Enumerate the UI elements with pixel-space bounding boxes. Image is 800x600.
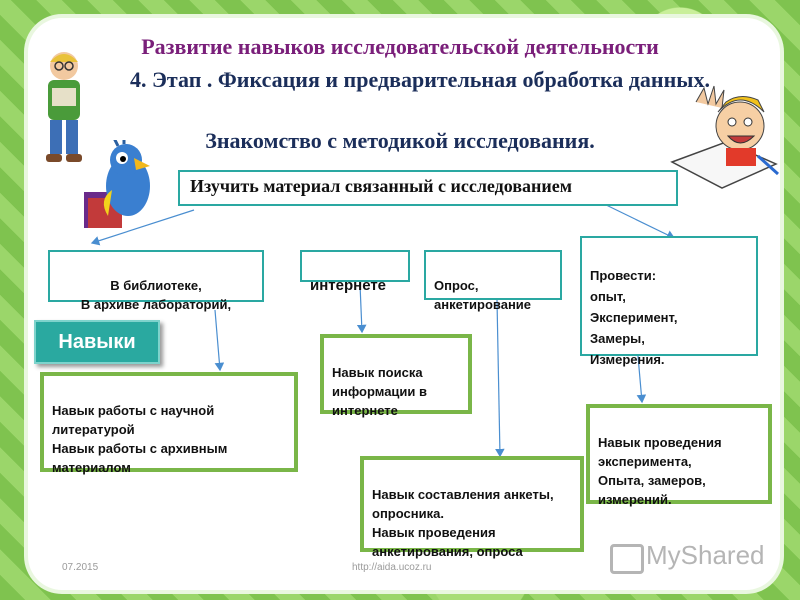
skill-box-experiment: Навык проведения эксперимента, Опыта, за…	[586, 404, 772, 507]
slide-title: Развитие навыков исследовательской деяте…	[141, 34, 659, 59]
source-box-experiment: Провести: опыт, Эксперимент, Замеры, Изм…	[580, 236, 758, 367]
source-box-library-text: В библиотеке, В архиве лабораторий,	[80, 278, 232, 312]
stage-heading: 4. Этап . Фиксация и предварительная обр…	[130, 67, 710, 92]
skill-box-survey-text: Навык составления анкеты, опросника. Нав…	[372, 487, 554, 559]
source-box-library: В библиотеке, В архиве лабораторий,	[48, 250, 264, 312]
skills-badge: Навыки	[34, 320, 160, 364]
source-box-survey: Опрос, анкетирование	[424, 250, 562, 312]
logo-text: MyShared	[646, 540, 765, 570]
parrot-with-books-illustration	[84, 140, 150, 228]
skill-box-literature: Навык работы с научной литературой Навык…	[40, 372, 298, 475]
main-task-box: Изучить материал связанный с исследовани…	[178, 170, 678, 206]
presentation-icon	[610, 544, 644, 574]
arrow-main-to-experiment	[599, 201, 676, 240]
arrow-internet-to-skill	[356, 283, 367, 334]
reading-boy-illustration	[46, 52, 82, 162]
skill-box-internet-search-text: Навык поиска информации в интернете	[332, 365, 428, 418]
source-box-experiment-text: Провести: опыт, Эксперимент, Замеры, Изм…	[590, 268, 678, 367]
source-box-survey-text: Опрос, анкетирование	[434, 278, 532, 312]
waving-boy-illustration	[670, 85, 780, 189]
arrow-main-to-library	[90, 209, 195, 246]
arrow-experiment-to-skill	[636, 355, 647, 404]
footer-date: 07.2015	[62, 562, 99, 573]
source-box-internet-text: интернете	[310, 277, 387, 294]
arrow-survey-to-skill	[495, 299, 505, 458]
skill-box-internet-search: Навык поиска информации в интернете	[320, 334, 472, 418]
myshared-logo: MyShared	[608, 538, 778, 574]
footer-url: http://aida.ucoz.ru	[352, 562, 432, 573]
method-heading: Знакомство с методикой исследования.	[205, 128, 595, 153]
skill-box-survey: Навык составления анкеты, опросника. Нав…	[360, 456, 584, 559]
skill-box-literature-text: Навык работы с научной литературой Навык…	[52, 403, 228, 475]
skill-box-experiment-text: Навык проведения эксперимента, Опыта, за…	[598, 435, 722, 507]
arrow-library-to-skill	[214, 309, 225, 372]
source-box-internet: интернете	[300, 250, 410, 294]
